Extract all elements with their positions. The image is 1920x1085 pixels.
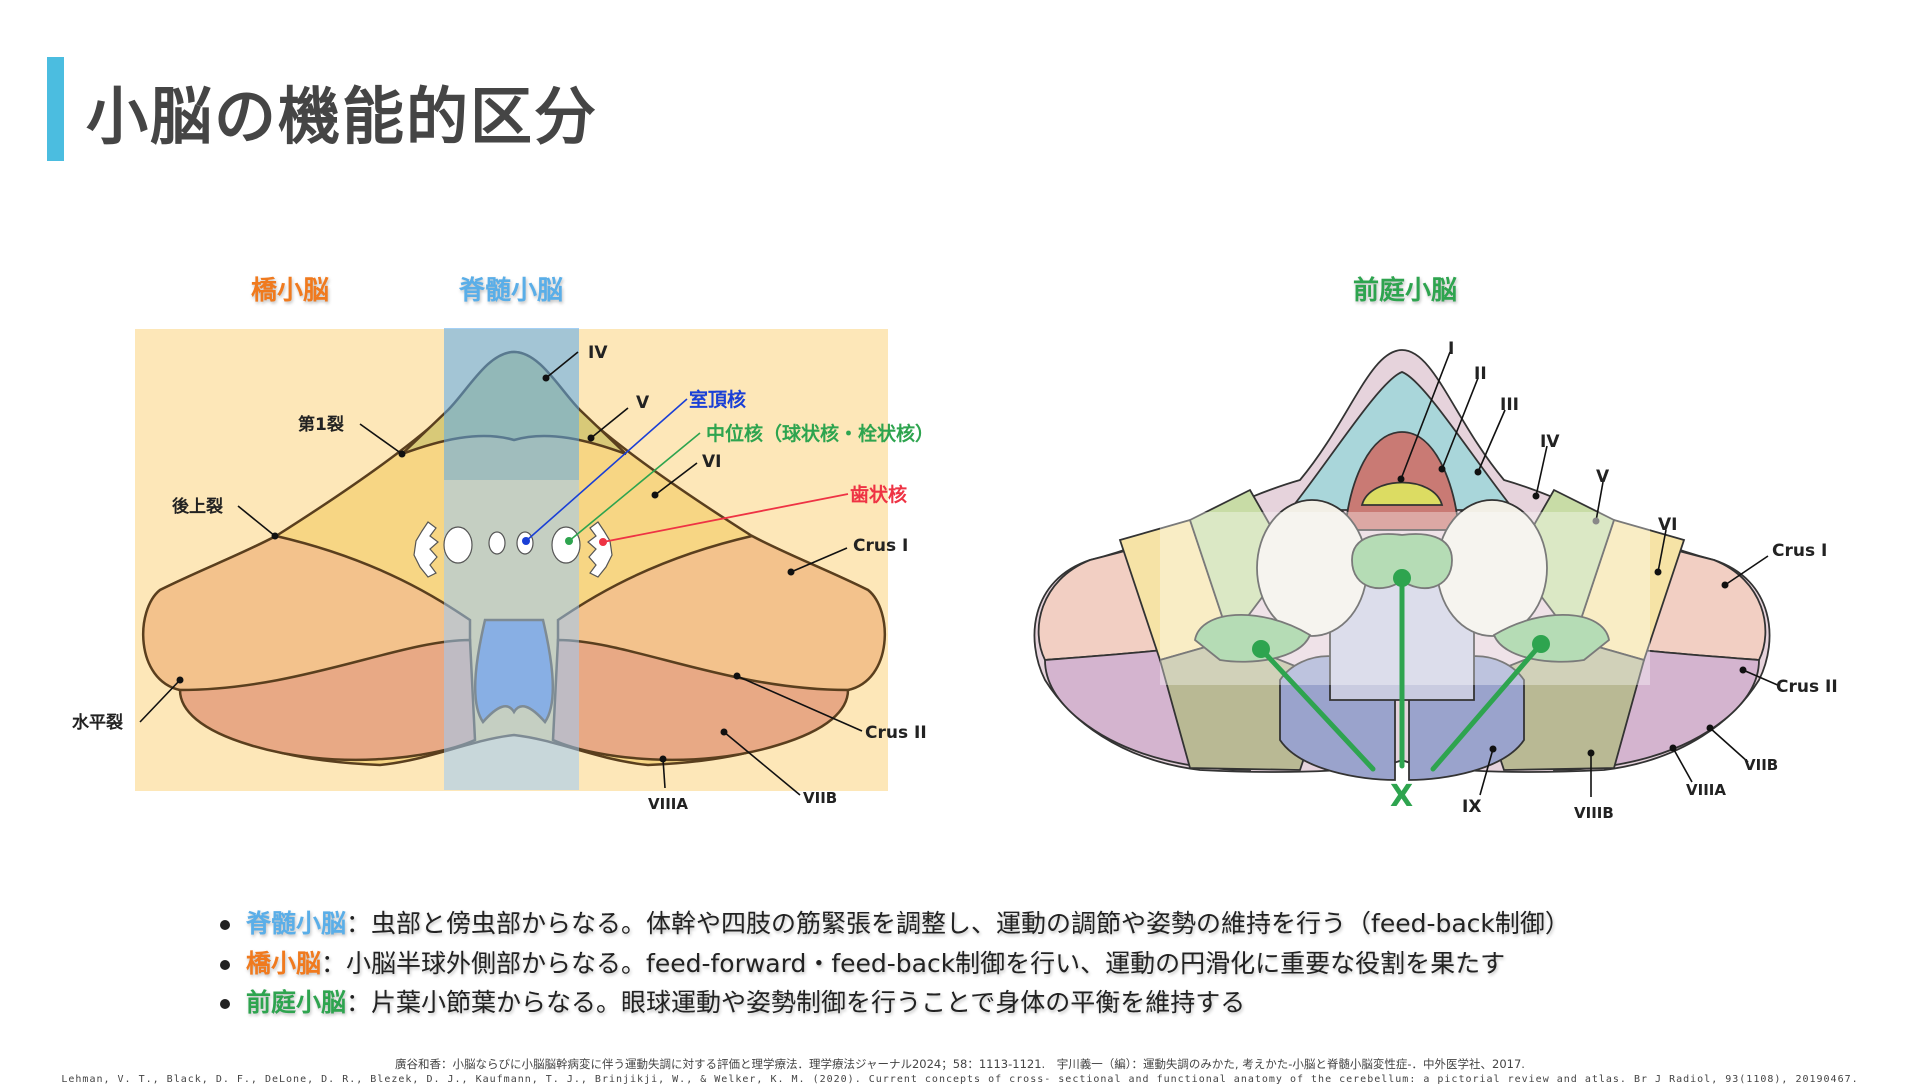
vestibulocerebellum-highlight (1160, 512, 1650, 685)
label-viiib-r: VIIIB (1574, 804, 1614, 822)
label-viiia-r: VIIIA (1686, 781, 1726, 799)
label-posterior-superior-fissure: 後上裂 (172, 496, 223, 517)
label-lobule-i: I (1448, 339, 1454, 359)
label-primary-fissure: 第1裂 (298, 414, 344, 435)
label-lobule-iv: IV (588, 343, 608, 363)
bullet-term: 橋小脳 (246, 949, 322, 978)
label-lobule-ii: II (1474, 364, 1487, 384)
label-lobule-ix: IX (1462, 797, 1481, 817)
title-accent-bar (47, 57, 64, 161)
label-horizontal-fissure: 水平裂 (72, 712, 123, 733)
bullet-term: 前庭小脳 (246, 988, 347, 1017)
bullet-icon (220, 960, 230, 970)
label-crus-i-r: Crus I (1772, 541, 1827, 561)
bullet-text: ：小脳半球外側部からなる。feed-forward・feed-back制御を行い… (321, 949, 1506, 978)
label-lobule-v: V (636, 393, 650, 413)
label-lobule-v-r: V (1596, 467, 1610, 487)
label-lobule-iv-r: IV (1540, 432, 1560, 452)
label-viib-r: VIIB (1744, 756, 1778, 774)
bullet-icon (220, 920, 230, 930)
bullet-spinocerebellum: 脊髄小脳：虫部と傍虫部からなる。体幹や四肢の筋緊張を調整し、運動の調節や姿勢の維… (220, 904, 1570, 940)
spinocerebellum-band (444, 480, 579, 790)
label-crus-i: Crus I (853, 536, 908, 556)
bullet-text: ：片葉小節葉からなる。眼球運動や姿勢制御を行うことで身体の平衡を維持する (346, 988, 1246, 1017)
page-title: 小脳の機能的区分 (86, 80, 599, 153)
label-dentate-nucleus: 歯状核 (850, 483, 907, 506)
bullet-icon (220, 999, 230, 1009)
label-viib: VIIB (803, 789, 837, 807)
bullet-pontocerebellum: 橋小脳：小脳半球外側部からなる。feed-forward・feed-back制御… (220, 944, 1505, 980)
label-vestibulocerebellum: 前庭小脳 (1352, 276, 1458, 306)
label-viiia: VIIIA (648, 795, 688, 813)
label-lobule-vi-r: VI (1658, 515, 1677, 535)
label-pontocerebellum: 橋小脳 (250, 276, 330, 306)
label-lobule-iii: III (1500, 395, 1519, 415)
label-crus-ii-r: Crus II (1776, 677, 1838, 697)
label-lobule-x: X (1390, 779, 1413, 814)
reference-japanese: 廣谷和香：小脳ならびに小脳脳幹病変に伴う運動失調に対する評価と理学療法．理学療法… (395, 1057, 1525, 1071)
spinocerebellum-vermis-zone (444, 328, 579, 480)
bullet-vestibulocerebellum: 前庭小脳：片葉小節葉からなる。眼球運動や姿勢制御を行うことで身体の平衡を維持する (220, 983, 1245, 1019)
label-lobule-vi: VI (702, 452, 721, 472)
bullet-text: ：虫部と傍虫部からなる。体幹や四肢の筋緊張を調整し、運動の調節や姿勢の維持を行う… (346, 909, 1570, 938)
label-spinocerebellum: 脊髄小脳 (458, 276, 564, 306)
deep-nuclei (413, 521, 613, 578)
anterior-view-diagram: I II III IV V VI Crus I Crus II VIIB VII… (1033, 339, 1838, 822)
label-crus-ii: Crus II (865, 723, 927, 743)
posterior-view-diagram: IV V 第1裂 後上裂 VI 室頂核 中位核（球状核・栓状核） 歯状核 Cru… (72, 328, 934, 813)
bullet-term: 脊髄小脳 (246, 909, 347, 938)
label-fastigial-nucleus: 室頂核 (689, 388, 746, 411)
label-interposed-nucleus: 中位核（球状核・栓状核） (706, 422, 934, 445)
